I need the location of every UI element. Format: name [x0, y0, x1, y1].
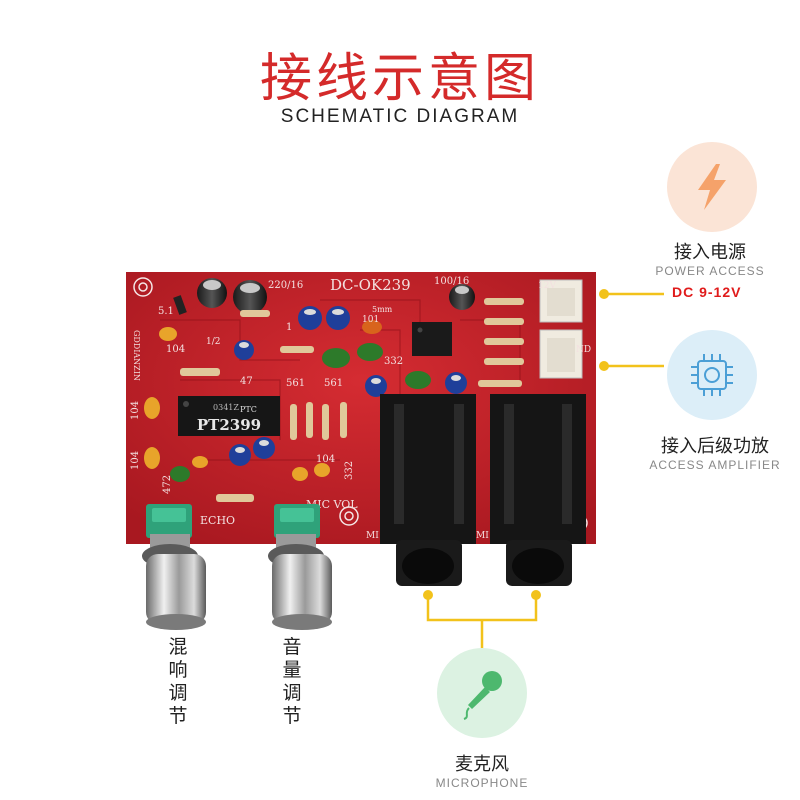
microphone-icon-circle — [437, 648, 527, 738]
svg-text:220/16: 220/16 — [268, 280, 303, 291]
resistors — [180, 298, 524, 502]
svg-text:561: 561 — [286, 378, 305, 389]
microphone-label-cn: 麦克风 — [455, 754, 509, 775]
power-icon-circle — [667, 142, 757, 232]
page-title: 接线示意图 — [259, 49, 540, 109]
svg-text:MI: MI — [476, 531, 489, 541]
power-voltage: DC 9-12V — [672, 284, 742, 300]
volume-knob-label: 音量调节 — [282, 636, 302, 727]
svg-text:472: 472 — [162, 475, 173, 494]
svg-text:332: 332 — [344, 461, 355, 480]
power-header — [539, 279, 583, 379]
svg-text:1: 1 — [286, 322, 292, 333]
svg-text:5mm: 5mm — [372, 305, 393, 314]
power-label-en: POWER ACCESS — [655, 264, 765, 278]
echo-knob[interactable] — [142, 534, 206, 630]
connector-dots — [423, 289, 609, 600]
echo-knob-label: 混响调节 — [168, 636, 188, 727]
lightning-bolt-icon — [698, 164, 726, 210]
svg-text:5.1: 5.1 — [158, 306, 174, 317]
mic-jack-1[interactable] — [380, 394, 476, 586]
ceramic-capacitors — [144, 327, 330, 481]
pt2399-chip: 0341Z PTC PT2399 — [178, 396, 280, 436]
power-label-cn: 接入电源 — [674, 242, 746, 263]
microphone-label-en: MICROPHONE — [435, 776, 529, 790]
page-subtitle: SCHEMATIC DIAGRAM — [280, 106, 520, 127]
chip-brand-label: PTC — [240, 405, 257, 414]
electrolytic-capacitors — [197, 278, 475, 466]
svg-text:47: 47 — [240, 376, 253, 387]
microphone-bracket — [426, 595, 538, 622]
echo-label: ECHO — [200, 514, 235, 527]
svg-text:104: 104 — [316, 454, 335, 465]
svg-text:1/2: 1/2 — [206, 337, 220, 347]
svg-text:104: 104 — [166, 344, 185, 355]
svg-text:332: 332 — [384, 356, 403, 367]
svg-text:GDDIANZIN: GDDIANZIN — [132, 330, 141, 381]
svg-text:MI: MI — [366, 531, 379, 541]
amplifier-icon-circle — [667, 330, 757, 420]
svg-text:104: 104 — [130, 451, 141, 470]
svg-text:101: 101 — [362, 315, 379, 325]
svg-text:12V: 12V — [538, 281, 556, 291]
mic-jack-2[interactable] — [490, 394, 586, 586]
amplifier-label-en: ACCESS AMPLIFIER — [649, 458, 781, 472]
volume-potentiometer — [274, 504, 320, 538]
svg-text:100/16: 100/16 — [434, 276, 469, 287]
chip-icon — [691, 354, 733, 396]
board-model-label: DC-OK239 — [330, 276, 411, 294]
connector-lines — [426, 292, 664, 648]
svg-text:ND: ND — [576, 345, 591, 355]
silkscreen-labels: DC-OK239 220/16 100/16 5.1 104 1/2 1 101… — [130, 276, 591, 541]
svg-text:104: 104 — [130, 401, 141, 420]
svg-text:561: 561 — [324, 378, 343, 389]
amplifier-label-cn: 接入后级功放 — [661, 436, 769, 457]
echo-potentiometer — [146, 504, 192, 538]
microphone-icon — [463, 671, 502, 720]
chip-label: PT2399 — [197, 416, 261, 434]
chip-code-label: 0341Z — [213, 403, 239, 412]
dip8-ic — [412, 322, 452, 356]
film-capacitors — [170, 343, 431, 482]
volume-knob[interactable] — [268, 534, 332, 630]
